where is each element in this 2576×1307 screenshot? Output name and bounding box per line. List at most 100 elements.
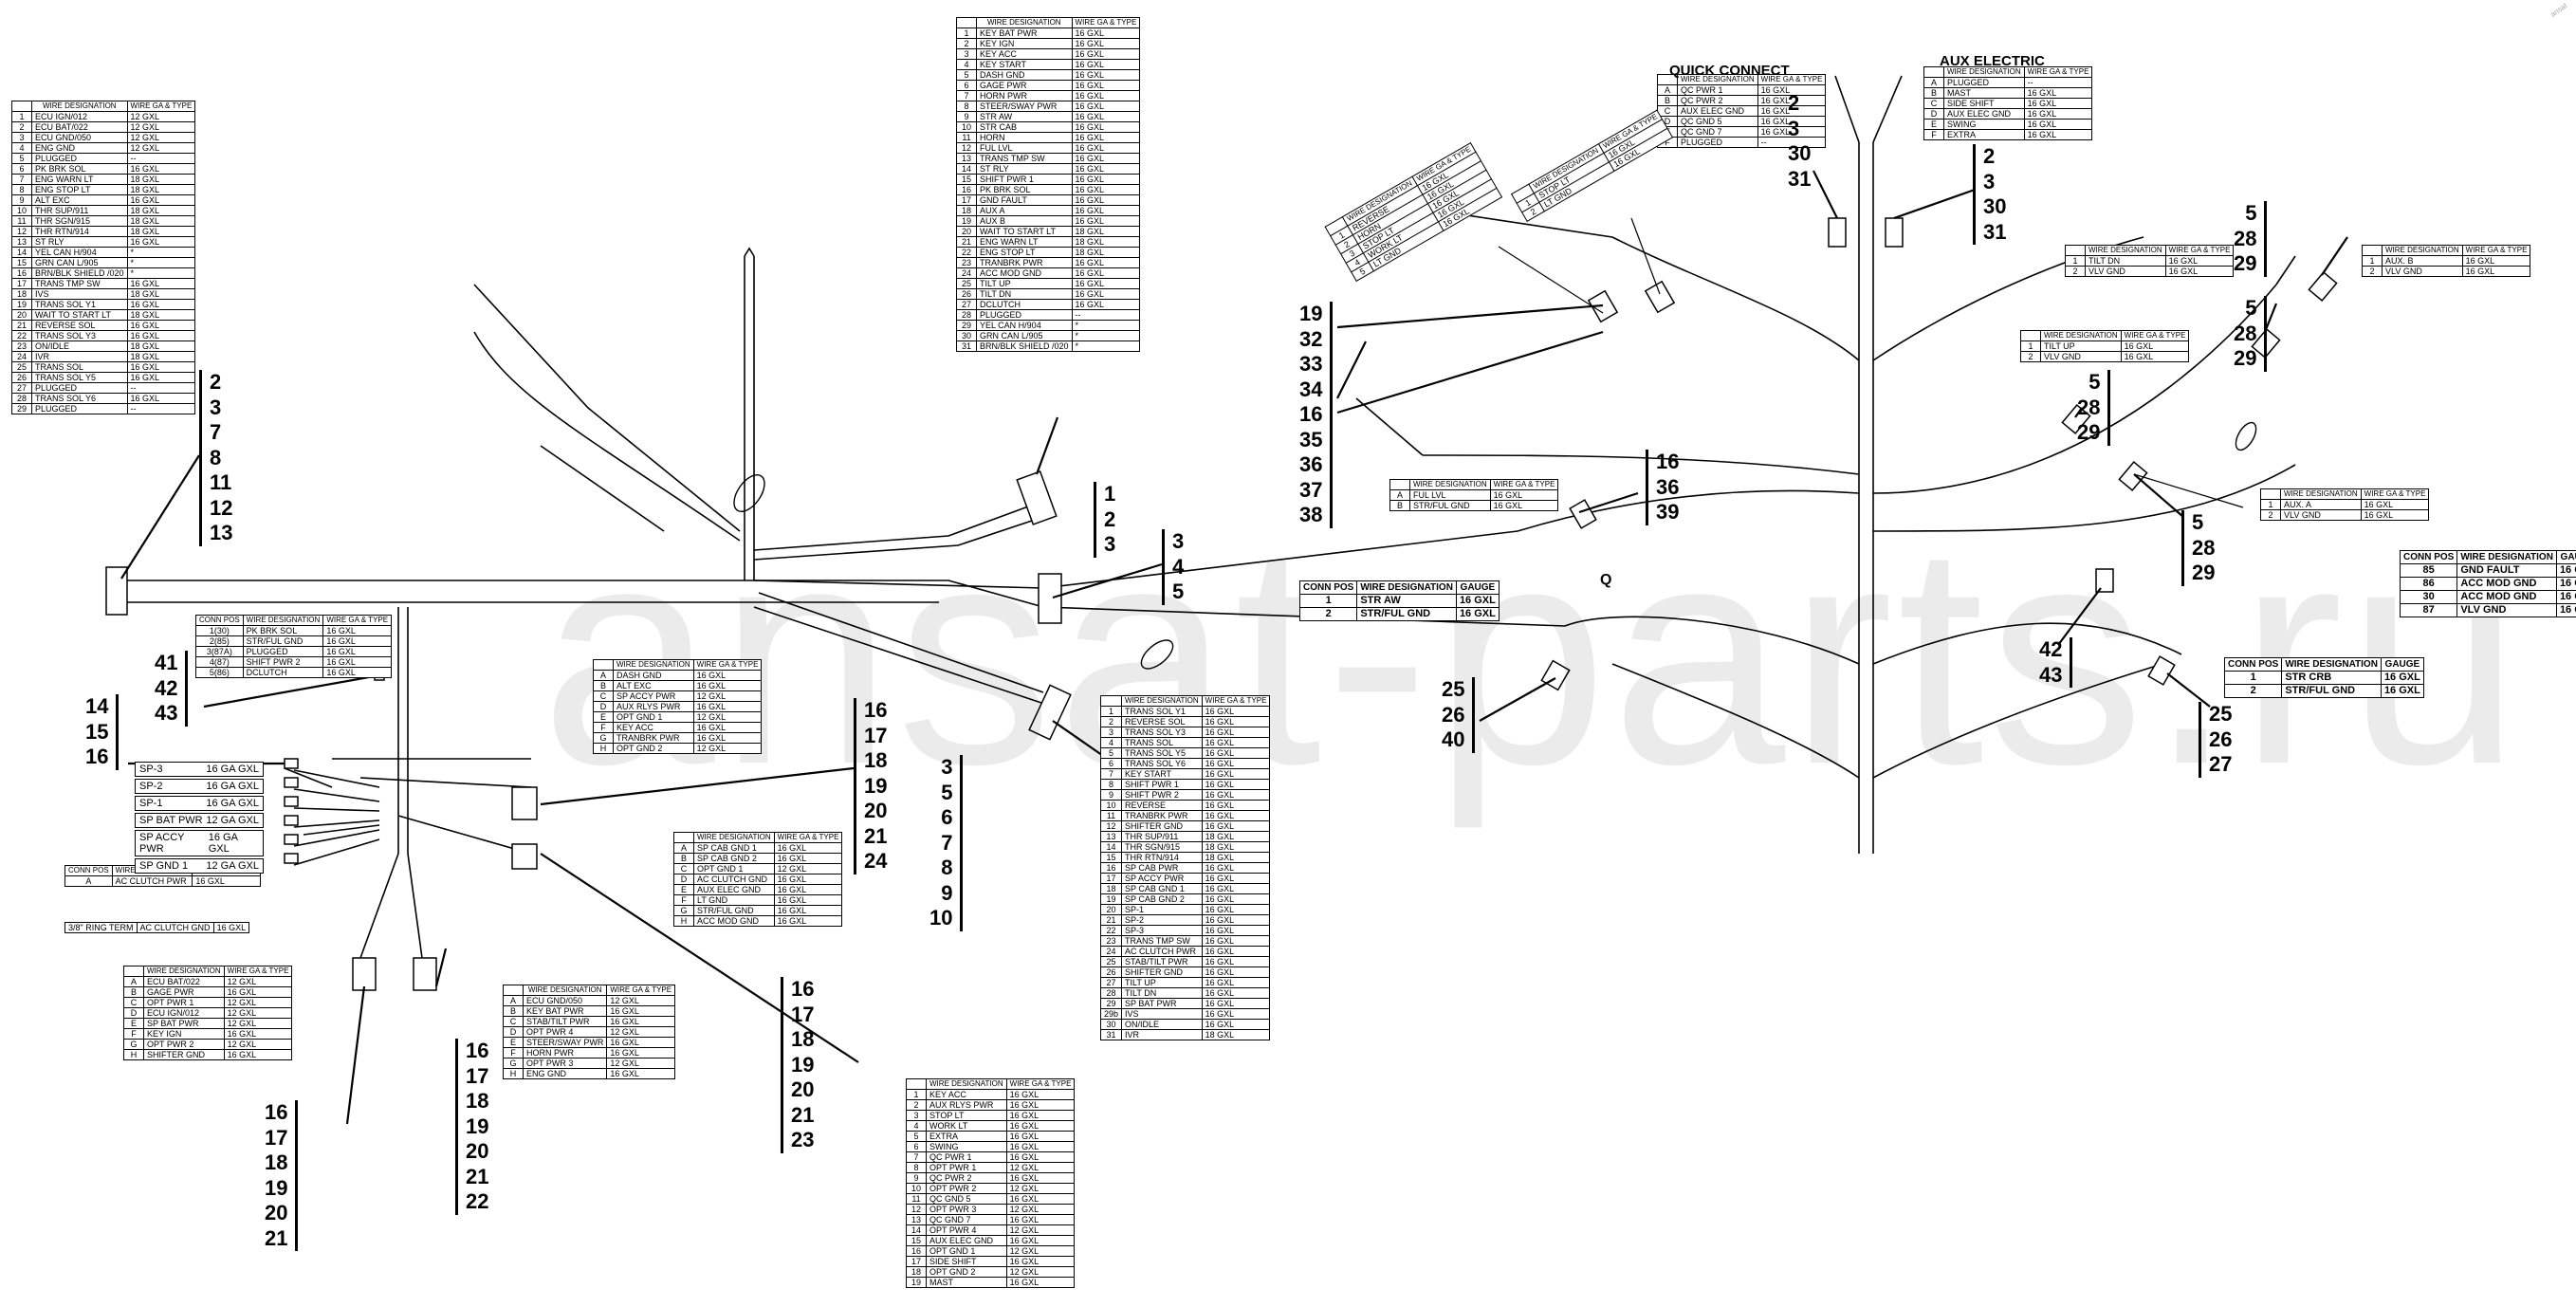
table-cell: 16 GXL [2164, 266, 2235, 277]
table-cell: SWING [1943, 119, 2025, 130]
table-cell: 6 [1099, 758, 1123, 769]
table-cell: 18 GXL [126, 184, 196, 195]
pin-number: 16 [265, 1100, 288, 1124]
table-cell: 25 [1099, 956, 1123, 967]
table-cell: -- [126, 153, 196, 164]
table-cell: 15 [11, 257, 32, 268]
pin-number: 3 [210, 395, 222, 419]
pin-number: 13 [210, 521, 233, 544]
strcrb-connector [2147, 655, 2176, 686]
table-cell: 16 GXL [1201, 1008, 1271, 1020]
table-cell: 16 GXL [1201, 706, 1271, 717]
table-cell: AUX A [976, 205, 1073, 216]
table-cell: ALT EXC [613, 680, 694, 691]
table-cell: 18 GXL [126, 341, 196, 352]
table-cell: 14 [906, 1224, 927, 1236]
table-cell: AUX RLYS PWR [613, 701, 694, 712]
table-header [2260, 488, 2281, 500]
pin-number: 3 [941, 755, 953, 779]
table-cell: 11 [1099, 810, 1123, 821]
table-cell: G [673, 905, 694, 916]
table-cell: 18 GXL [126, 215, 196, 227]
table-cell: ACC MOD GND [2456, 577, 2557, 591]
table-cell: FUL LVL [1409, 489, 1491, 501]
table-cell: 3 [1099, 727, 1123, 738]
table-cell: ECU BAT/022 [143, 976, 225, 987]
table-cell: 4 [1099, 737, 1123, 748]
table-cell: AUX ELEC GND [1943, 108, 2025, 120]
table-cell: 1 [2260, 499, 2281, 510]
table-cell: REVERSE SOL [31, 320, 128, 331]
table-cell: OPT PWR 3 [926, 1204, 1007, 1215]
table-cell: KEY BAT PWR [522, 1005, 608, 1017]
table-cell: YEL CAN H/904 [976, 320, 1073, 331]
sp-wire-gauge: 12 GA GXL [206, 815, 259, 826]
table-cell: GRN CAN L/905 [31, 257, 128, 268]
table-cell: 16 GXL [1201, 820, 1271, 832]
table-cell: KEY ACC [613, 722, 694, 733]
table-cell: 11 [956, 132, 977, 143]
table-cell: 16 GXL [1071, 205, 1141, 216]
table-cell: * [1071, 330, 1141, 341]
table-cell: SIDE SHIFT [1943, 98, 2025, 109]
table-cell: IVS [1121, 1008, 1203, 1020]
auxab-connector [2061, 403, 2091, 435]
table-cell: STR/FUL GND [2281, 684, 2382, 698]
table-cell: 16 GXL [2555, 603, 2576, 617]
pin-number: 20 [864, 799, 888, 822]
pin-number: 3 [1788, 116, 1800, 140]
pin-number: 31 [1788, 166, 1812, 191]
table-cell: 14 [1099, 841, 1123, 853]
table-cell: 16 GXL [126, 393, 196, 404]
table-cell: 13 [906, 1214, 927, 1225]
aux-electric-title: AUX ELECTRIC [1940, 53, 2045, 69]
table-cell: SP-1 [1121, 904, 1203, 915]
table-cell: 2 [2260, 509, 2281, 521]
table-header [956, 17, 977, 28]
pin-number: 4 [1172, 554, 1185, 579]
table-cell: D [1923, 108, 1944, 120]
table-cell: 6 [11, 163, 32, 175]
table-cell: 19 [956, 215, 977, 227]
table-cell: 3 [906, 1110, 927, 1121]
table-cell: -- [126, 382, 196, 394]
trans-connector [1038, 573, 1062, 624]
table-cell: PLUGGED [31, 153, 128, 164]
table-header: WIRE GA & TYPE [1005, 1078, 1076, 1090]
table-cell: STR AW [976, 111, 1073, 122]
table-cell: * [1071, 320, 1141, 331]
table-cell: OPT PWR 4 [926, 1224, 1007, 1236]
table-cell: 16 GXL [2164, 255, 2235, 267]
table-cell: 16 GXL [606, 1047, 676, 1058]
table-cell: SHIFTER GND [143, 1049, 225, 1060]
pin-number: 43 [2039, 662, 2063, 687]
table-cell: 16 GXL [1071, 80, 1141, 91]
